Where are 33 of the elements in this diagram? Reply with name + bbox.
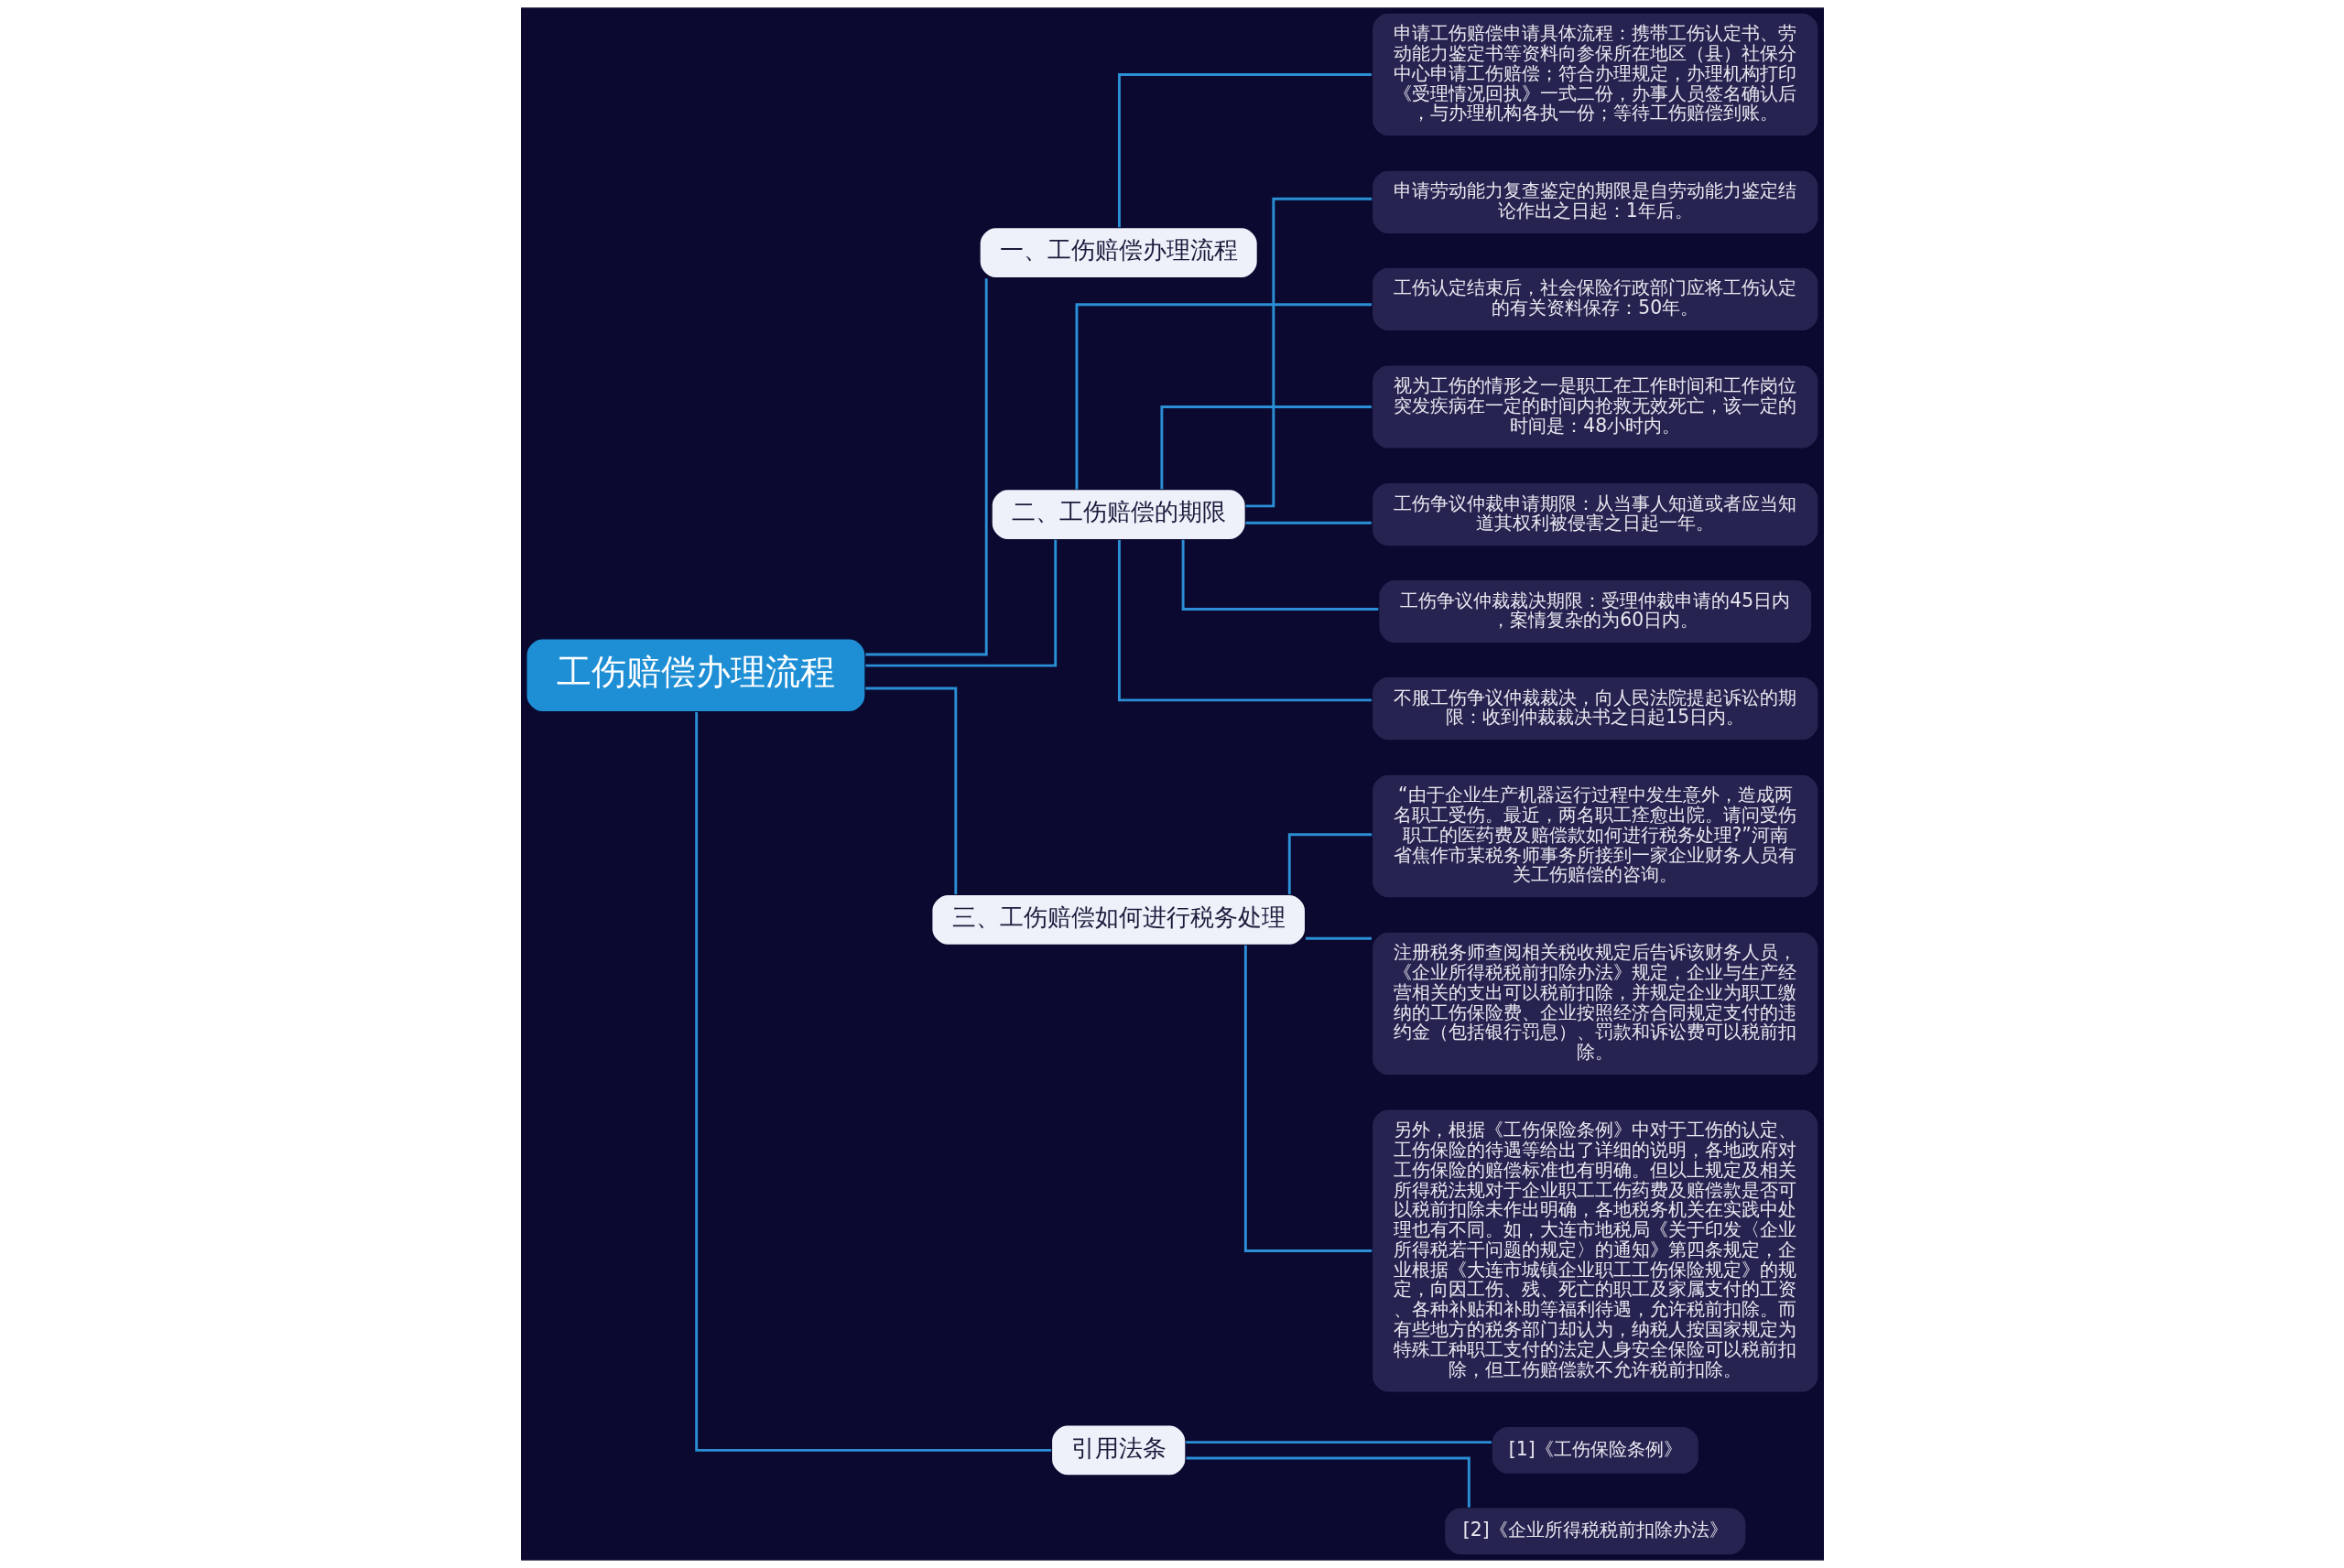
connector — [694, 712, 1051, 1452]
node-box: 三、工伤赔偿如何进行税务处理 — [930, 893, 1306, 946]
node-box: 工伤赔偿办理流程 — [525, 638, 866, 713]
node-box: 另外，根据《工伤保险条例》中对于工伤的认定、工伤保险的待遇等给出了详细的说明，各地政府对工伤保险的赔偿标准也有明确。但以上规定及相关所得税法规对于企业职工工伤药费及赔偿款是否可以税前扣除未作出明确，各地税务机关在实践中处理也有不同。如，大连市地税局《关于印发〈企业所得税若干问题的规定〉的通知》第四条规定，企业根据《大连市城镇企业职工工伤保险规定》的规定，向因工伤、残、死亡的职工及家属支付的工资、各种补贴和补助等福利待遇，允许税前扣除。而有些地方的税务部门却认为，纳税人按国家规定为特殊工种职工支付的法定人身安全保险可以税前扣除，但工伤赔偿款不允许税前扣除。 — [1371, 1108, 1819, 1393]
connector — [1159, 406, 1372, 490]
connector — [1287, 833, 1372, 894]
node-box: 二、工伤赔偿的期限 — [990, 488, 1246, 541]
node-box: 不服工伤争议仲裁裁决，向人民法院提起诉讼的期限：收到仲裁裁决书之日起15日内。 — [1371, 676, 1819, 741]
node-box: 工伤认定结束后，社会保险行政部门应将工伤认定的有关资料保存：50年。 — [1371, 266, 1819, 332]
connector — [864, 687, 957, 894]
connector — [1245, 197, 1372, 508]
node-box: “由于企业生产机器运行过程中发生意外，造成两名职工受伤。最近，两名职工痊愈出院。请问受伤职工的医药费及赔偿款如何进行税务处理?”河南省焦作市某税务师事务所接到一家企业财务人员有关工伤赔偿的咨询。 — [1371, 773, 1819, 899]
connector — [1185, 1441, 1492, 1444]
connector — [1117, 539, 1372, 702]
connector — [1185, 1456, 1470, 1508]
node-box: 工伤争议仲裁裁决期限：受理仲裁申请的45日内，案情复杂的为60日内。 — [1377, 579, 1813, 644]
connector — [1245, 521, 1372, 524]
node-box: 申请劳动能力复查鉴定的期限是自劳动能力鉴定结论作出之日起：1年后。 — [1371, 169, 1819, 235]
connector — [864, 278, 988, 656]
connector — [1181, 539, 1378, 611]
node-box: [1]《工伤保险条例》 — [1490, 1425, 1699, 1476]
node-box: 注册税务师查阅相关税收规定后告诉该财务人员，《企业所得税税前扣除办法》规定，企业与生产经营相关的支出可以税前扣除，并规定企业为职工缴纳的工伤保险费、企业按照经济合同规定支付的违约金（包括银行罚息）、罚款和诉讼费可以税前扣除。 — [1371, 931, 1819, 1076]
node-box: 视为工伤的情形之一是职工在工作时间和工作岗位突发疾病在一定的时间内抢救无效死亡，该一定的时间是：48小时内。 — [1371, 364, 1819, 449]
node-box: [2]《企业所得税税前扣除办法》 — [1443, 1507, 1747, 1556]
node-box: 工伤争议仲裁申请期限：从当事人知道或者应当知道其权利被侵害之日起一年。 — [1371, 481, 1819, 547]
node-box: 申请工伤赔偿申请具体流程：携带工伤认定书、劳动能力鉴定书等资料向参保所在地区（县）社保分中心申请工伤赔偿；符合办理规定，办理机构打印《受理情况回执》一式二份，办事人员签名确认后，与办理机构各执一份；等待工伤赔偿到账。 — [1371, 12, 1819, 137]
node-box: 一、工伤赔偿办理流程 — [978, 226, 1258, 279]
connector — [1243, 945, 1372, 1252]
connector — [1075, 303, 1372, 490]
connector — [864, 539, 1057, 667]
connector — [1117, 73, 1372, 228]
node-box: 引用法条 — [1050, 1424, 1187, 1476]
connector — [1305, 936, 1372, 940]
